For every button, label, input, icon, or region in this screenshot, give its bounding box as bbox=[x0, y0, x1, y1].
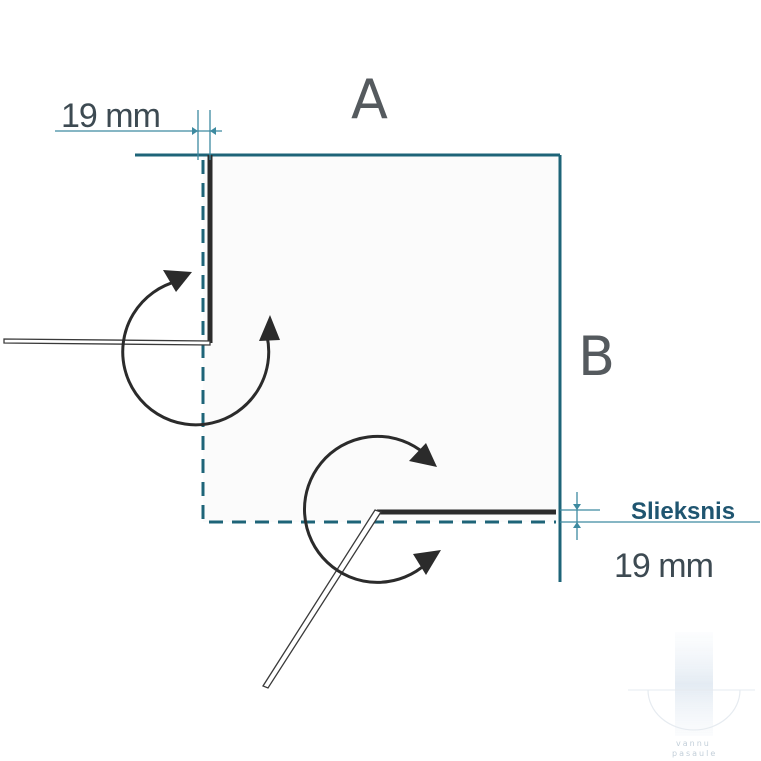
dimension-arrow-icon bbox=[210, 127, 216, 135]
door-leaf-bottom bbox=[262, 509, 382, 689]
dimension-arrow-icon bbox=[192, 127, 198, 135]
side-b-label: B bbox=[578, 325, 615, 388]
watermark-text-line1: vannu bbox=[676, 739, 711, 748]
dimension-arrow-icon bbox=[573, 504, 581, 510]
dimension-top-label: 19 mm bbox=[61, 97, 160, 135]
tray-edge-dashed-line bbox=[201, 160, 556, 524]
dimension-arrow-icon bbox=[573, 522, 581, 528]
watermark-text-line2: pasaule bbox=[672, 749, 717, 758]
watermark-logo: vannu pasaule bbox=[628, 632, 755, 758]
dimension-top bbox=[55, 110, 222, 160]
rotation-arrow-icon bbox=[121, 279, 271, 427]
rotation-arrow-icon bbox=[303, 434, 429, 584]
dimension-bottom-label: 19 mm bbox=[614, 547, 713, 585]
side-a-label: A bbox=[351, 68, 388, 131]
rotation-arrow-icon bbox=[163, 270, 192, 292]
door-leaf-left bbox=[3, 338, 211, 346]
shower-floor-area bbox=[203, 156, 560, 522]
rotation-arrow-icon bbox=[413, 550, 441, 575]
rotation-arrow-icon bbox=[409, 443, 437, 467]
dimension-bottom bbox=[560, 492, 760, 540]
rotation-arrow-icon bbox=[259, 315, 280, 341]
threshold-label: Slieksnis bbox=[631, 498, 735, 525]
